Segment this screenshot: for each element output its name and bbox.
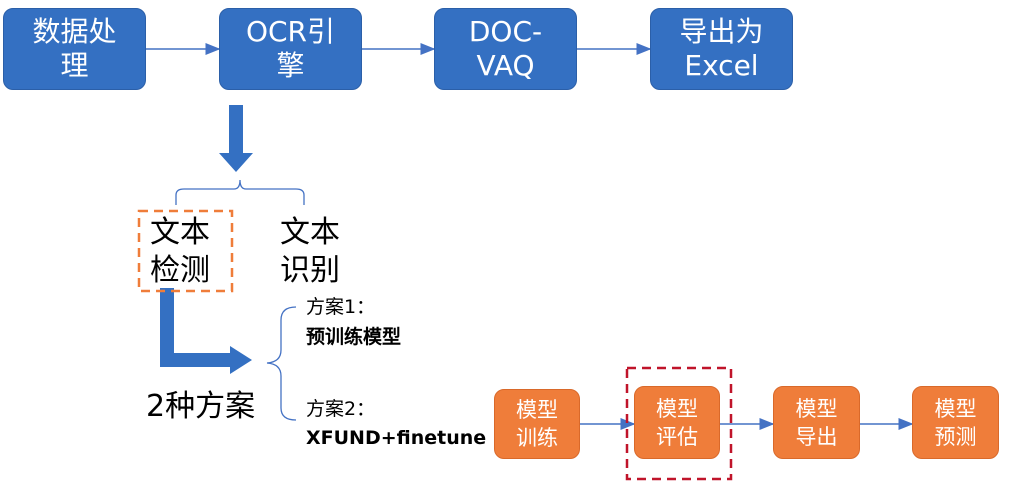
pipeline-box-label: DOC- VAQ [468, 15, 543, 82]
pipeline-box-export-excel: 导出为 Excel [650, 8, 793, 90]
label-text-recognition: 文本 识别 [280, 215, 340, 288]
model-step-export: 模型 导出 [773, 386, 860, 459]
label-text-detection: 文本 检测 [150, 215, 210, 288]
label-scheme2-desc: XFUND+finetune [306, 427, 487, 449]
model-step-evaluate: 模型 评估 [634, 386, 720, 459]
pipeline-box-doc-vaq: DOC- VAQ [434, 8, 577, 90]
pipeline-box-label: 导出为 Excel [679, 15, 764, 82]
pipeline-box-data-processing: 数据处 理 [3, 8, 146, 90]
model-step-label: 模型 评估 [656, 396, 698, 449]
model-step-predict: 模型 预测 [912, 386, 999, 459]
brace-schemes [266, 306, 297, 421]
highlight-text-detection [137, 209, 234, 293]
model-step-train: 模型 训练 [494, 389, 580, 459]
label-scheme2-title: 方案2： [306, 398, 376, 420]
down-arrow-ocr [219, 105, 253, 172]
pipeline-box-label: OCR引 擎 [245, 15, 336, 82]
pipeline-box-ocr-engine: OCR引 擎 [219, 8, 362, 90]
label-scheme1-desc: 预训练模型 [306, 326, 402, 348]
brace-ocr-parts [175, 179, 305, 205]
l-arrow-detection [160, 288, 252, 374]
label-scheme1-title: 方案1： [306, 296, 376, 318]
highlight-model-eval [625, 366, 733, 481]
model-step-label: 模型 训练 [516, 398, 558, 450]
model-step-label: 模型 预测 [934, 396, 977, 449]
model-step-label: 模型 导出 [795, 396, 838, 449]
label-two-schemes: 2种方案 [146, 389, 256, 424]
pipeline-box-label: 数据处 理 [32, 15, 117, 82]
